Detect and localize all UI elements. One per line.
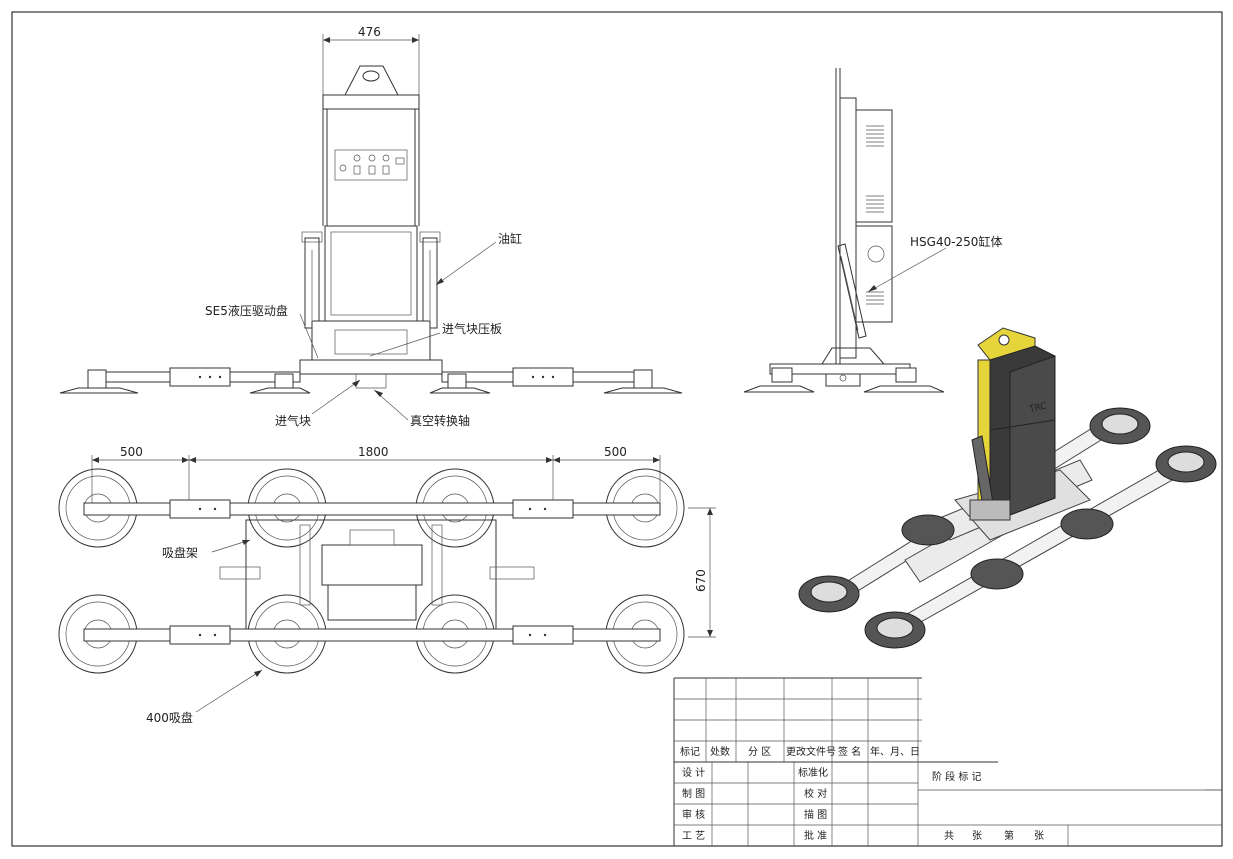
label-cylinder-body: HSG40-250缸体: [910, 234, 1002, 249]
dim-center-span: 1800: [358, 445, 389, 459]
tb-row-standardization: 标准化: [798, 766, 828, 779]
label-cylinder: 油缸: [498, 231, 522, 246]
logo-text: TRC: [1028, 401, 1048, 415]
front-view-callouts: 油缸 SE5液压驱动盘 进气块压板 进气块 真空转换轴: [205, 231, 522, 428]
dim-frame-depth: 670: [694, 569, 708, 592]
title-block: 标记 处数 分 区 更改文件号 签 名 年、月、日 设 计 制 图 审 核 工 …: [673, 677, 1222, 846]
sheet-border: [11, 11, 1223, 847]
tb-stage-mark: 阶 段 标 记: [932, 770, 982, 783]
label-vacuum-shaft: 真空转换轴: [410, 413, 470, 428]
tb-header-mark: 标记: [680, 746, 700, 758]
top-view: 500 1800 500 670: [58, 445, 716, 674]
label-suction-frame: 吸盘架: [162, 545, 198, 560]
label-inlet-block: 进气块: [275, 413, 311, 428]
tb-header-zone: 分 区: [748, 746, 771, 758]
dim-left-span: 500: [120, 445, 143, 459]
tb-header-date: 年、月、日: [870, 745, 920, 758]
tb-sheets-1: 张: [972, 830, 982, 842]
tb-header-change-doc: 更改文件号: [786, 745, 836, 758]
tb-row-drafting: 制 图: [682, 787, 705, 800]
side-view: [743, 68, 945, 393]
label-inlet-block-plate: 进气块压板: [442, 321, 502, 336]
label-suction-cup: 400吸盘: [146, 710, 193, 725]
label-drive-disc: SE5液压驱动盘: [205, 303, 288, 318]
front-view: 476: [59, 25, 683, 394]
tb-number: 第: [1004, 829, 1014, 842]
isometric-view: TRC: [798, 327, 1217, 649]
tb-row-proofread: 校 对: [804, 787, 827, 800]
top-view-callouts: 吸盘架 400吸盘: [146, 539, 263, 725]
tb-total: 共: [944, 830, 954, 842]
side-view-callout: HSG40-250缸体: [867, 234, 1002, 293]
dim-right-span: 500: [604, 445, 627, 459]
tb-row-approve: 批 准: [804, 829, 827, 842]
tb-header-signature: 签 名: [838, 745, 861, 758]
tb-row-design: 设 计: [682, 766, 705, 779]
tb-header-count: 处数: [710, 745, 730, 758]
tb-row-trace: 描 图: [804, 808, 827, 821]
tb-row-review: 审 核: [682, 808, 705, 821]
tb-sheets-2: 张: [1034, 830, 1044, 842]
tb-row-process: 工 艺: [682, 830, 705, 842]
dim-top-width: 476: [358, 25, 381, 39]
